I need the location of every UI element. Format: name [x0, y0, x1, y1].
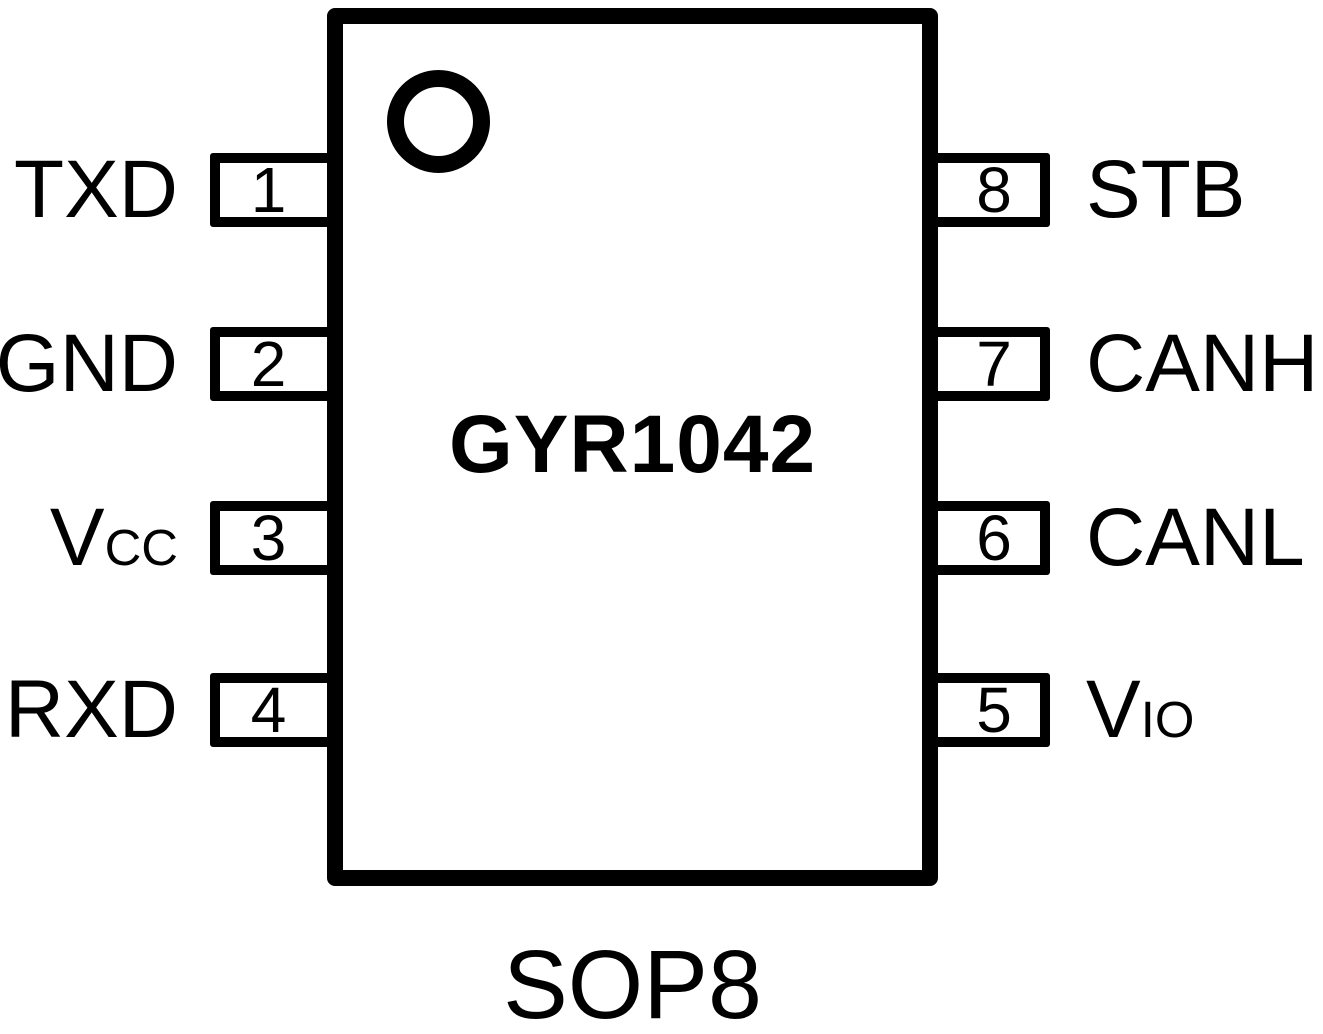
pin-number: 5	[976, 674, 1012, 746]
pin-label-base: STB	[1086, 144, 1246, 235]
pin-label-canl: CANL	[1086, 497, 1305, 579]
pin-label-stb: STB	[1086, 149, 1245, 231]
pin1-indicator-icon	[387, 70, 490, 173]
pin-row-7: 7 CANH	[928, 323, 1323, 405]
package-label: SOP8	[503, 930, 762, 1034]
pin-number: 4	[250, 674, 287, 746]
pin-box-5: 5	[928, 673, 1050, 747]
pin-row-4: RXD 4	[0, 669, 343, 751]
pin-label-base: CANH	[1086, 318, 1319, 409]
pin-box-4: 4	[210, 673, 343, 747]
pin-number: 3	[250, 502, 287, 574]
pin-row-8: 8 STB	[928, 149, 1323, 231]
pin-box-7: 7	[928, 327, 1050, 401]
pin-label-gnd: GND	[0, 323, 178, 405]
pin-label-base: V	[49, 492, 105, 583]
pin-label-txd: TXD	[14, 149, 178, 231]
pin-number: 2	[250, 328, 287, 400]
pin-number: 7	[976, 328, 1012, 400]
pin-label-canh: CANH	[1086, 323, 1318, 405]
pin-box-3: 3	[210, 501, 343, 575]
pin-box-2: 2	[210, 327, 343, 401]
pin-number: 8	[976, 154, 1012, 226]
pin-label-rxd: RXD	[5, 669, 178, 751]
pin-number: 6	[976, 502, 1012, 574]
pin-label-base: CANL	[1086, 492, 1305, 583]
pin-row-2: GND 2	[0, 323, 343, 405]
pin-box-1: 1	[210, 153, 343, 227]
pin-label-base: GND	[0, 318, 178, 409]
pin-label-base: V	[1086, 664, 1141, 755]
pin-box-6: 6	[928, 501, 1050, 575]
chip-name: GYR1042	[448, 399, 817, 490]
pin-number: 1	[250, 154, 287, 226]
pin-label-base: RXD	[4, 664, 178, 755]
pin-label-subscript: IO	[1140, 691, 1195, 748]
pin-row-1: TXD 1	[0, 149, 343, 231]
pin-label-base: TXD	[14, 144, 178, 235]
pin-row-6: 6 CANL	[928, 497, 1323, 579]
pin-label-subscript: CC	[104, 519, 178, 576]
pin-box-8: 8	[928, 153, 1050, 227]
